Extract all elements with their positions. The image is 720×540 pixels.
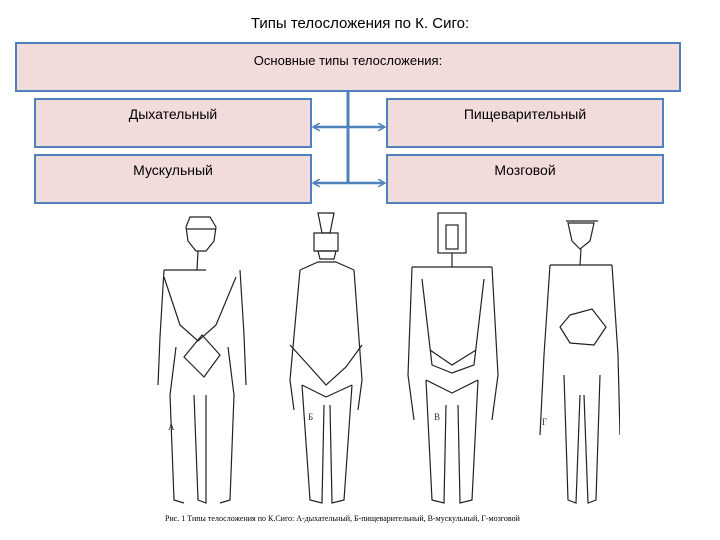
figure-letter-v: В <box>434 412 440 422</box>
type-label-dykhatelnyi: Дыхательный <box>128 106 218 122</box>
type-label-mozgovoi: Мозговой <box>494 162 556 178</box>
type-label-pishchevaritelnyi: Пищеварительный <box>463 106 587 122</box>
main-types-box: Основные типы телосложения: <box>15 42 681 92</box>
type-label-muskulnyi: Мускульный <box>133 162 213 178</box>
figure-letter-b: Б <box>308 412 313 422</box>
figure-b-digestive: Б <box>289 212 363 504</box>
figure-v-muscular: В <box>407 212 499 504</box>
type-box-muskulnyi: Мускульный <box>34 154 312 204</box>
figure-caption: Рис. 1 Типы телосложения по К.Сиго: А-ды… <box>165 514 520 523</box>
main-types-label: Основные типы телосложения: <box>253 53 443 68</box>
type-box-pishchevaritelnyi: Пищеварительный <box>386 98 664 148</box>
diagram-title: Типы телосложения по К. Сиго: <box>250 15 470 32</box>
body-type-figures: А Б В Г <box>157 212 620 504</box>
figure-letter-g: Г <box>542 417 547 427</box>
figure-a-respiratory: А <box>157 216 247 504</box>
type-box-mozgovoi: Мозговой <box>386 154 664 204</box>
figure-g-cerebral: Г <box>539 220 620 504</box>
figure-letter-a: А <box>168 422 175 432</box>
type-box-dykhatelnyi: Дыхательный <box>34 98 312 148</box>
